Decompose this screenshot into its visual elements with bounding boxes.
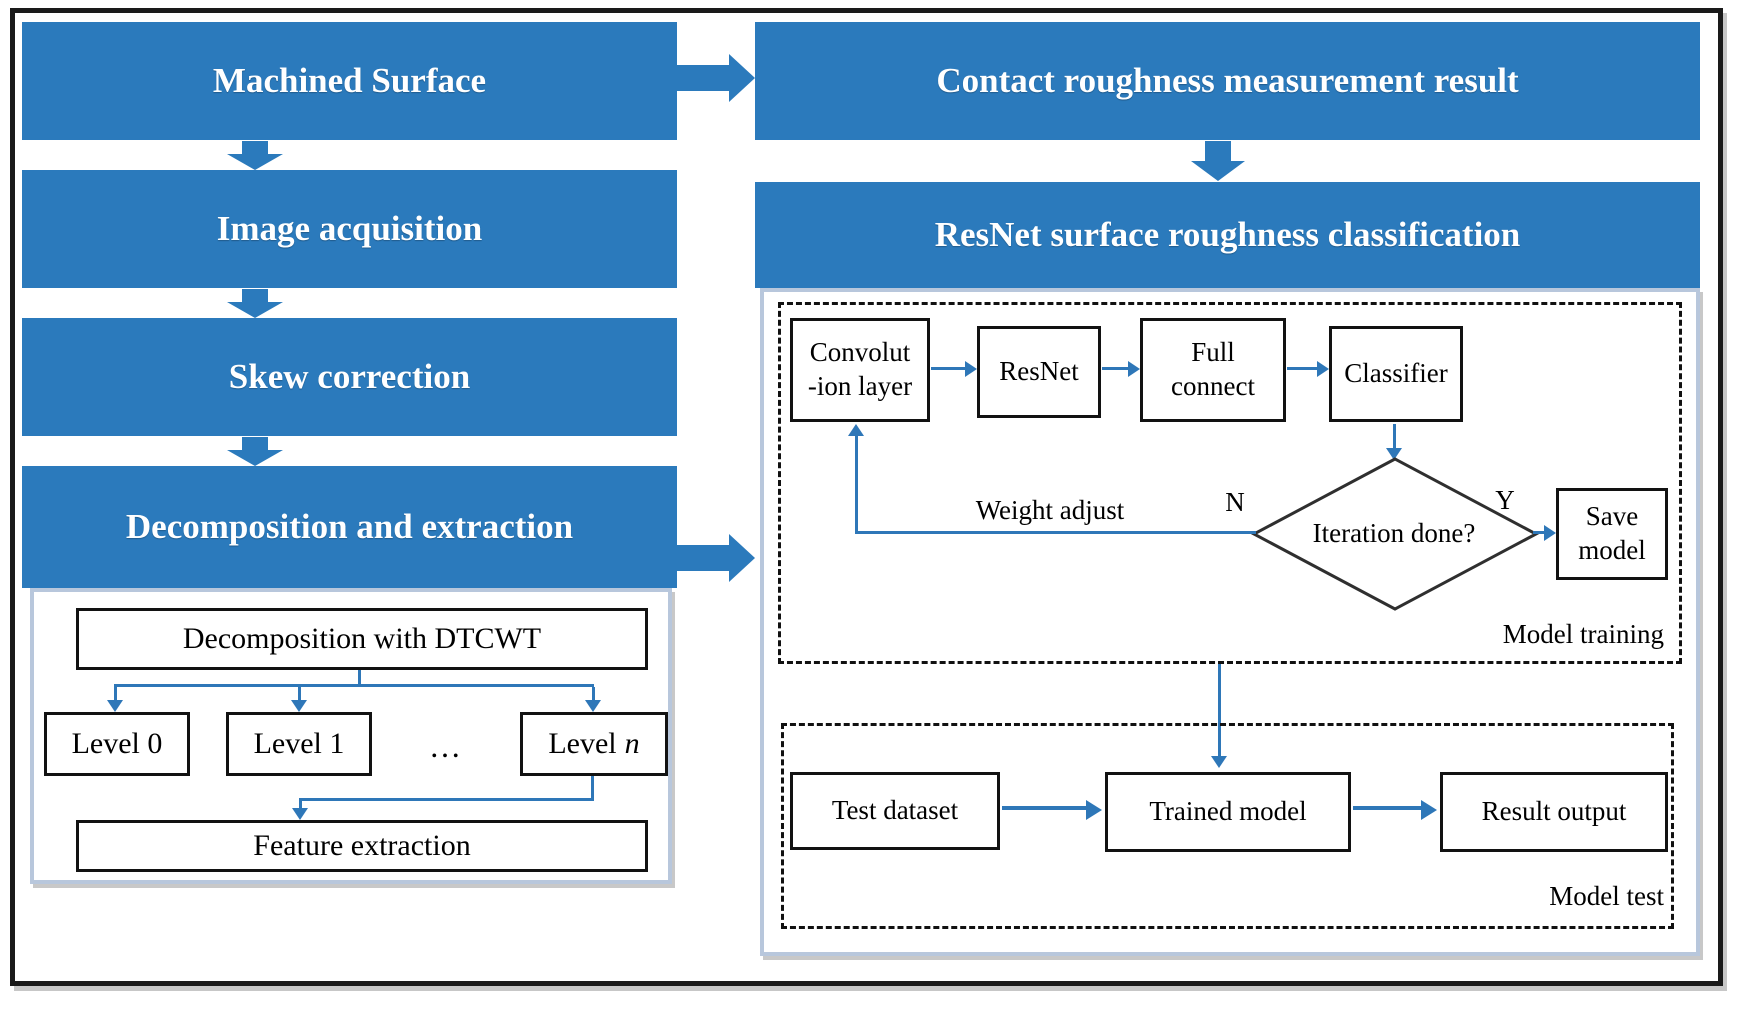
trained-model-box: Trained model [1105, 772, 1351, 852]
arrow-conv-to-resnet-line [931, 367, 967, 370]
full-connect-line1: Full [1191, 337, 1235, 368]
result-output-label: Result output [1481, 796, 1627, 827]
level0-box: Level 0 [44, 712, 190, 776]
full-connect-line2: connect [1171, 371, 1255, 401]
measurement-result-label: Contact roughness measurement result [936, 61, 1519, 100]
arrow-classifier-to-decision-line [1393, 424, 1396, 450]
iteration-decision-diamond [1250, 457, 1540, 611]
classification-header-label: ResNet surface roughness classification [934, 215, 1521, 254]
branch-drop-level0 [114, 687, 117, 701]
levels-ellipsis: … [429, 727, 461, 764]
branch-drop-level1 [298, 687, 301, 701]
feedback-vertical-line [855, 434, 858, 534]
model-training-dashed-box [778, 302, 1682, 664]
step-skew-correction: Skew correction [22, 318, 677, 436]
yes-branch-label: Y [1495, 484, 1515, 515]
step-machined-surface-label: Machined Surface [212, 61, 487, 100]
arrow-dataset-to-trained-head [1086, 800, 1102, 820]
save-model-box: Save model [1556, 488, 1668, 580]
classifier-label: Classifier [1344, 358, 1448, 389]
no-branch-label: N [1225, 486, 1245, 517]
feedback-horizontal-line [856, 531, 1256, 534]
save-model-line2: model [1578, 535, 1646, 565]
convolution-layer-box: Convolut -ion layer [790, 318, 930, 422]
feature-extraction-label: Feature extraction [253, 829, 471, 863]
elbow-final-drop [299, 798, 302, 810]
iteration-decision-label: Iteration done? [1312, 517, 1476, 548]
level0-label: Level 0 [71, 727, 163, 761]
branch-arrowhead-level0 [107, 700, 123, 712]
branch-arrowhead-level1 [291, 700, 307, 712]
arrow-decision-to-save-head [1544, 525, 1556, 541]
arrow-trained-to-result-head [1421, 800, 1437, 820]
classifier-box: Classifier [1329, 326, 1463, 422]
feedback-arrowhead [848, 424, 864, 436]
level1-label: Level 1 [253, 727, 345, 761]
branch-horizontal-line [114, 684, 594, 687]
test-dataset-box: Test dataset [790, 772, 1000, 850]
model-test-section-label: Model test [1549, 880, 1664, 911]
arrow-full-to-classifier-head [1317, 361, 1329, 377]
elbow-leveln-drop [591, 776, 594, 800]
arrow-decision-to-save-line [1533, 531, 1547, 534]
resnet-box: ResNet [977, 326, 1101, 418]
arrow-classifier-to-decision-head [1386, 448, 1402, 460]
step-image-acquisition: Image acquisition [22, 170, 677, 288]
step-machined-surface: Machined Surface [22, 22, 677, 140]
arrow-training-to-test-line [1218, 664, 1221, 758]
elbow-horizontal-line [300, 798, 594, 801]
arrow-full-to-classifier-line [1287, 367, 1319, 370]
result-output-box: Result output [1440, 772, 1668, 852]
level1-box: Level 1 [226, 712, 372, 776]
dtcwt-box: Decomposition with DTCWT [76, 608, 648, 670]
dtcwt-label: Decomposition with DTCWT [182, 622, 542, 656]
test-dataset-label: Test dataset [831, 795, 959, 826]
model-training-section-label: Model training [1502, 618, 1664, 649]
convolution-layer-line1: Convolut [809, 337, 911, 368]
arrow-training-to-test-head [1211, 756, 1227, 768]
elbow-arrowhead [292, 808, 308, 820]
convolution-layer-line2: -ion layer [807, 371, 913, 401]
arrow-trained-to-result-line [1353, 806, 1423, 810]
classification-header-box: ResNet surface roughness classification [755, 182, 1700, 288]
trained-model-label: Trained model [1149, 796, 1307, 827]
measurement-result-box: Contact roughness measurement result [755, 22, 1700, 140]
full-connect-box: Full connect [1140, 318, 1286, 422]
model-test-dashed-box [781, 723, 1674, 929]
step-decomposition-extraction-label: Decomposition and extraction [125, 507, 574, 546]
save-model-line1: Save [1585, 501, 1639, 532]
feature-extraction-box: Feature extraction [76, 820, 648, 872]
step-decomposition-extraction: Decomposition and extraction [22, 466, 677, 588]
branch-arrowhead-leveln [585, 700, 601, 712]
arrow-conv-to-resnet-head [965, 361, 977, 377]
weight-adjust-label: Weight adjust [975, 494, 1125, 525]
resnet-label: ResNet [999, 356, 1079, 387]
arrow-resnet-to-full-line [1102, 367, 1130, 370]
arrow-resnet-to-full-head [1128, 361, 1140, 377]
branch-drop-leveln [592, 687, 595, 701]
step-image-acquisition-label: Image acquisition [216, 209, 483, 248]
step-skew-correction-label: Skew correction [228, 357, 471, 396]
branch-stem-line [358, 670, 361, 684]
arrow-dataset-to-trained-line [1002, 806, 1088, 810]
